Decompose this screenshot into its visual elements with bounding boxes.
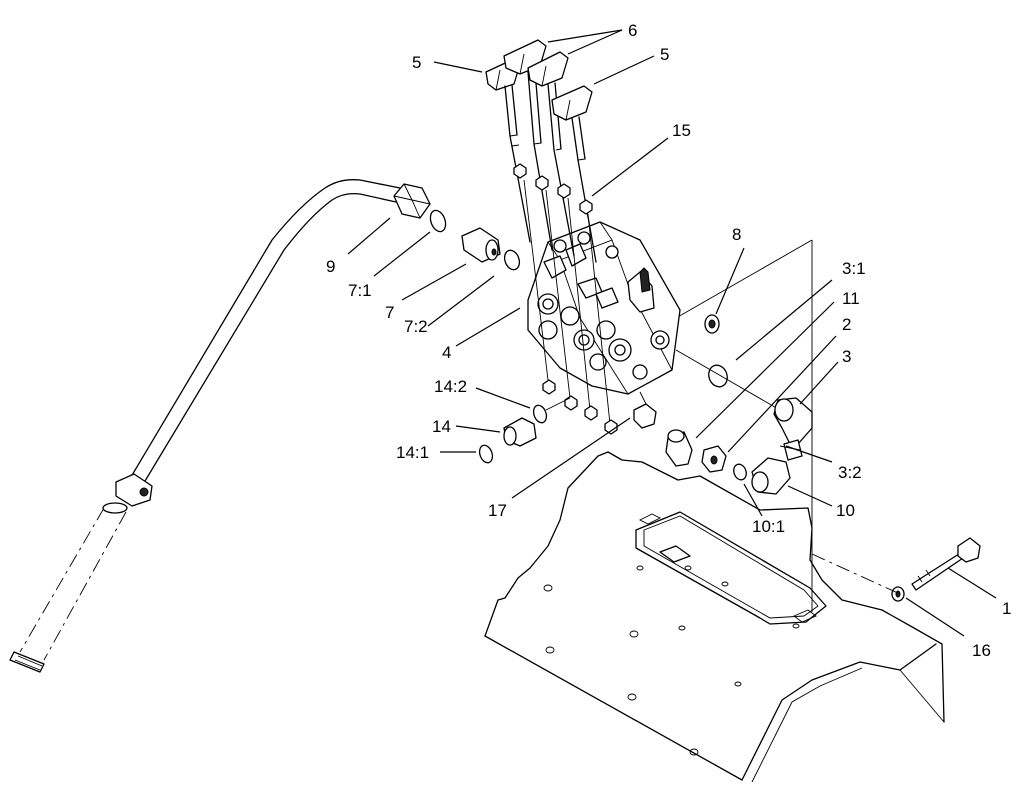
adapter-fitting — [461, 227, 501, 263]
callout-7-1: 7:1 — [348, 281, 372, 300]
callout-2: 2 — [842, 315, 851, 334]
port-fitting-left — [478, 397, 571, 464]
callout-3-2: 3:2 — [838, 463, 862, 482]
hose-fitting-nut — [393, 183, 431, 219]
o-ring — [733, 463, 747, 481]
callout-3: 3 — [842, 347, 851, 366]
elbow-fitting-10 — [751, 457, 791, 495]
callout-10: 10 — [836, 501, 855, 520]
callout-14: 14 — [432, 417, 451, 436]
plug-fitting — [633, 403, 657, 429]
o-ring — [429, 209, 447, 233]
leader-lines — [347, 29, 997, 637]
lever-nuts-top — [513, 163, 593, 215]
hydraulic-tube — [9, 179, 401, 673]
callout-5-left: 5 — [412, 53, 421, 72]
callout-labels: 5 6 5 15 9 7:1 7 7:2 4 8 3:1 11 2 3 3:2 … — [326, 21, 1011, 660]
o-ring — [503, 249, 521, 271]
callout-7: 7 — [385, 303, 394, 322]
callout-6: 6 — [628, 21, 637, 40]
callout-14-2: 14:2 — [434, 377, 467, 396]
callout-14-1: 14:1 — [396, 443, 429, 462]
callout-11: 11 — [842, 289, 860, 308]
callout-8: 8 — [732, 225, 741, 244]
callout-3-1: 3:1 — [842, 259, 866, 278]
callout-17: 17 — [488, 501, 507, 520]
adapter-2 — [701, 445, 727, 473]
callout-5-right: 5 — [660, 45, 669, 64]
dust-cap — [665, 429, 693, 467]
callout-1: 1 — [1002, 599, 1011, 618]
callout-4: 4 — [442, 343, 451, 362]
elbow-fitting — [773, 397, 813, 461]
callout-9: 9 — [326, 257, 335, 276]
control-levers — [485, 39, 597, 263]
mounting-bolt — [811, 537, 981, 602]
o-ring — [708, 364, 728, 388]
callout-16: 16 — [972, 641, 991, 660]
control-valve-bank — [527, 221, 681, 395]
callout-15: 15 — [672, 121, 691, 140]
callout-10-1: 10:1 — [752, 517, 785, 536]
callout-7-2: 7:2 — [404, 317, 428, 336]
through-bolts — [523, 179, 618, 435]
